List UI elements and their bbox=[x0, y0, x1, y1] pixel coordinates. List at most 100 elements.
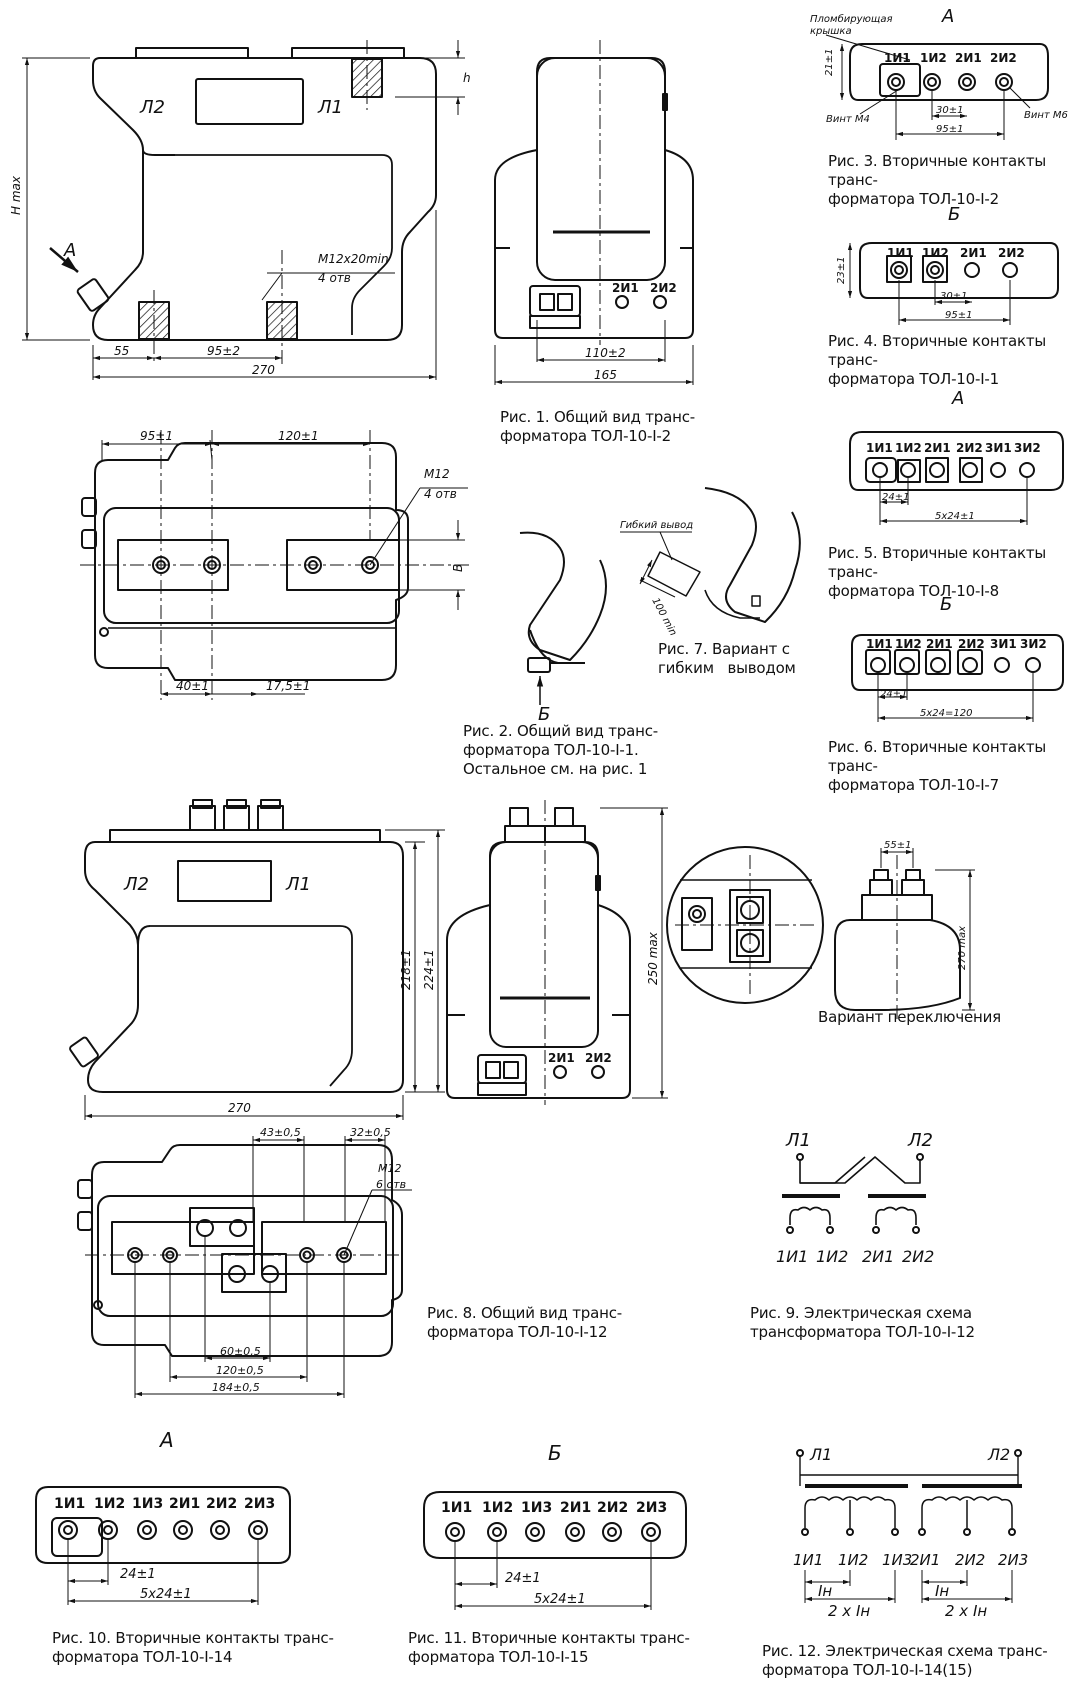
label-m12-b: M12 bbox=[378, 1162, 402, 1175]
fig6-t4: 2И2 bbox=[958, 637, 985, 651]
dim-95-2: 95±2 bbox=[207, 344, 240, 358]
label-seal-1: Пломбирующая bbox=[810, 13, 893, 25]
fig12-1i3: 1И3 bbox=[882, 1551, 912, 1569]
fig3-dim-95: 95±1 bbox=[936, 124, 963, 135]
dim-184: 184±0,5 bbox=[212, 1381, 260, 1394]
label-view-b: Б bbox=[538, 704, 550, 725]
fig6-t2: 1И2 bbox=[895, 637, 922, 651]
dim-270-a: 270 bbox=[252, 363, 275, 377]
caption-fig3: Рис. 3. Вторичные контакты транс- формат… bbox=[828, 152, 1047, 208]
fig8-l2: Л2 bbox=[123, 874, 149, 895]
fig9-2i1: 2И1 bbox=[862, 1247, 894, 1266]
fig6-dim-120: 5x24=120 bbox=[920, 708, 972, 719]
caption-fig11: Рис. 11. Вторичные контакты транс- форма… bbox=[408, 1629, 690, 1666]
fig5-view-a: А bbox=[951, 388, 964, 409]
fig9-2i2: 2И2 bbox=[902, 1247, 934, 1266]
fig12-1i1: 1И1 bbox=[793, 1551, 823, 1569]
label-l2: Л2 bbox=[139, 97, 165, 118]
dim-43: 43±0,5 bbox=[260, 1126, 301, 1139]
fig11-t2: 1И2 bbox=[482, 1500, 513, 1516]
fig8-2i2: 2И2 bbox=[585, 1051, 612, 1065]
fig6-t1: 1И1 bbox=[866, 637, 893, 651]
label-b-dim: В bbox=[451, 564, 465, 572]
fig10-t2: 1И2 bbox=[94, 1496, 125, 1512]
fig11-t6: 2И3 bbox=[636, 1500, 667, 1516]
label-4otv-a: 4 отв bbox=[318, 271, 351, 285]
switch-variant-detail bbox=[666, 846, 824, 1004]
dim-120-05: 120±0,5 bbox=[216, 1364, 264, 1377]
side-2i1: 2И1 bbox=[612, 281, 639, 295]
caption-fig7: Рис. 7. Вариант с гибким выводом bbox=[658, 640, 796, 677]
fig12-1i2: 1И2 bbox=[838, 1551, 868, 1569]
fig10-t6: 2И3 bbox=[244, 1496, 275, 1512]
fig3-dim-21: 21±1 bbox=[824, 49, 835, 76]
label-m12x20: M12x20min bbox=[318, 252, 389, 266]
dim-165: 165 bbox=[594, 368, 617, 382]
dim-32: 32±0,5 bbox=[350, 1126, 391, 1139]
fig12-l1: Л1 bbox=[809, 1445, 832, 1464]
fig6-view-b: Б bbox=[940, 594, 952, 615]
label-screw-m4: Винт M4 bbox=[826, 114, 870, 125]
fig10-terminal-block bbox=[35, 1486, 291, 1605]
fig10-t5: 2И2 bbox=[206, 1496, 237, 1512]
fig10-dim-5x24: 5x24±1 bbox=[140, 1587, 192, 1602]
fig2-top-view bbox=[80, 430, 470, 700]
fig5-t5: 3И1 bbox=[985, 441, 1012, 455]
dim-270-b: 270 bbox=[228, 1101, 251, 1115]
fig8-side-view bbox=[446, 800, 668, 1105]
fig10-t1: 1И1 bbox=[54, 1496, 85, 1512]
fig1-front-view bbox=[22, 40, 465, 380]
fig6-t5: 3И1 bbox=[990, 637, 1017, 651]
fig8-front-view bbox=[69, 799, 445, 1120]
fig12-2i2: 2И2 bbox=[955, 1551, 985, 1569]
fig6-dim-24: 24±1 bbox=[880, 689, 907, 700]
side-2i2: 2И2 bbox=[650, 281, 677, 295]
dim-120-1: 120±1 bbox=[278, 429, 319, 443]
dim-55-1: 55±1 bbox=[884, 840, 911, 851]
fig11-t3: 1И3 bbox=[521, 1500, 552, 1516]
caption-fig1: Рис. 1. Общий вид транс- форматора ТОЛ-1… bbox=[500, 408, 695, 445]
fig9-1i1: 1И1 bbox=[776, 1247, 808, 1266]
label-hmax: H max bbox=[9, 175, 23, 215]
fig12-in-1: Iн bbox=[818, 1582, 832, 1600]
fig11-dim-5x24: 5x24±1 bbox=[534, 1592, 586, 1607]
fig4-t1: 1И1 bbox=[887, 246, 914, 260]
fig8-2i1: 2И1 bbox=[548, 1051, 575, 1065]
dim-224: 224±1 bbox=[422, 949, 436, 990]
fig4-terminal-block bbox=[847, 242, 1059, 325]
fig11-t1: 1И1 bbox=[441, 1500, 472, 1516]
label-l1: Л1 bbox=[317, 97, 343, 118]
dim-17-5: 17,5±1 bbox=[266, 679, 310, 693]
dim-55: 55 bbox=[114, 344, 129, 358]
label-4otv-b: 4 отв bbox=[424, 487, 457, 501]
fig5-terminal-block bbox=[849, 431, 1064, 525]
dim-110-2: 110±2 bbox=[585, 346, 626, 360]
caption-fig12: Рис. 12. Электрическая схема транс- форм… bbox=[762, 1642, 1048, 1679]
fig4-t3: 2И1 bbox=[960, 246, 987, 260]
fig5-dim-24: 24±1 bbox=[882, 492, 909, 503]
fig9-l1: Л1 bbox=[785, 1130, 811, 1151]
label-view-a: А bbox=[63, 240, 76, 261]
fig3-dim-30: 30±1 bbox=[936, 105, 963, 116]
caption-fig5: Рис. 5. Вторичные контакты транс- формат… bbox=[828, 544, 1047, 600]
fig11-terminal-block bbox=[423, 1491, 687, 1610]
fig4-t4: 2И2 bbox=[998, 246, 1025, 260]
fig12-2in-2: 2 x Iн bbox=[945, 1602, 987, 1620]
fig3-t3: 2И1 bbox=[955, 51, 982, 65]
fig9-1i2: 1И2 bbox=[816, 1247, 848, 1266]
fig12-in-2: Iн bbox=[935, 1582, 949, 1600]
label-100min: 100 min bbox=[649, 596, 678, 637]
fig5-t1: 1И1 bbox=[866, 441, 893, 455]
fig12-l2: Л2 bbox=[987, 1445, 1010, 1464]
label-flex-out: Гибкий вывод bbox=[620, 519, 693, 531]
fig6-t6: 3И2 bbox=[1020, 637, 1047, 651]
fig12-2in-1: 2 x Iн bbox=[828, 1602, 870, 1620]
caption-fig6: Рис. 6. Вторичные контакты транс- формат… bbox=[828, 738, 1047, 794]
fig9-scheme bbox=[782, 1153, 926, 1234]
dim-60: 60±0,5 bbox=[220, 1345, 261, 1358]
fig5-t6: 3И2 bbox=[1014, 441, 1041, 455]
fig10-t3: 1И3 bbox=[132, 1496, 163, 1512]
label-screw-m6: Винт M6 bbox=[1024, 110, 1068, 121]
fig12-2i3: 2И3 bbox=[998, 1551, 1028, 1569]
